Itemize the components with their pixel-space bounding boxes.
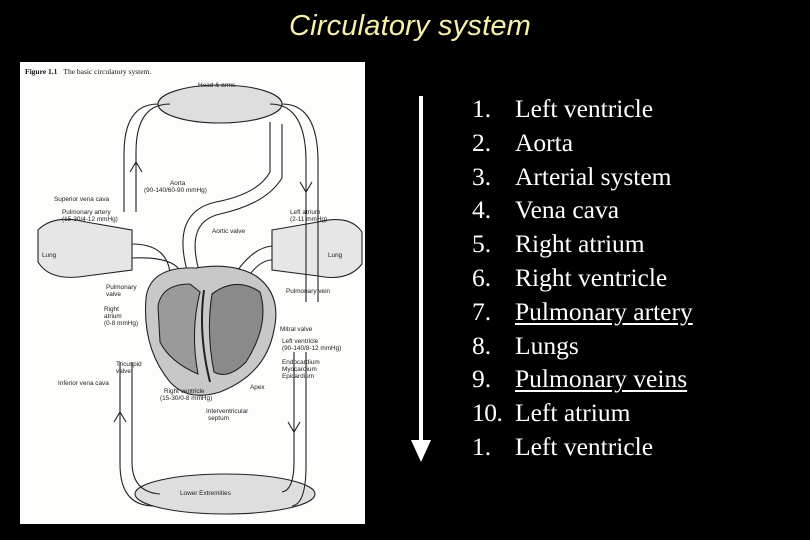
- label-myocardium: Myocardium: [282, 366, 317, 373]
- slide-title: Circulatory system: [288, 10, 532, 42]
- step-text: Pulmonary veins: [515, 364, 688, 394]
- flow-arrow-head-icon: [411, 440, 431, 462]
- heart-chamber-right: [157, 283, 201, 375]
- step-text: Right atrium: [515, 229, 645, 259]
- step-text: Aorta: [515, 127, 574, 157]
- step-item: 9. Pulmonary veins: [472, 362, 693, 396]
- label-pulmonary-artery: Pulmonary artery: [62, 209, 111, 216]
- step-number: 1.: [472, 94, 492, 123]
- step-text: Vena cava: [515, 195, 620, 225]
- circulation-steps-list: 1. Left ventricle 2. Aorta 3. Arterial syst…: [472, 92, 693, 464]
- systemic-loop-upper-inner: [123, 103, 319, 302]
- step-text: Pulmonary artery: [515, 296, 693, 326]
- label-left-atrium: Left atrium: [290, 209, 321, 216]
- step-item: 10. Left atrium: [472, 396, 693, 430]
- step-item: 2. Aorta: [472, 126, 693, 160]
- label-septum-1: Interventricular: [206, 408, 249, 415]
- systemic-loop-lower: [119, 362, 161, 507]
- label-right-atrium-1: Right: [104, 306, 119, 313]
- label-septum-2: septum: [208, 415, 229, 422]
- aorta-arch: [182, 122, 283, 275]
- step-text: Left ventricle: [515, 431, 654, 461]
- step-text: Left atrium: [515, 398, 631, 428]
- flow-arrow-up: [129, 160, 143, 173]
- label-left-atrium-pressure: (2-11 mmHg): [290, 216, 328, 223]
- step-text: Arterial system: [515, 161, 672, 191]
- label-inferior-vena-cava: Inferior vena cava: [58, 380, 109, 387]
- label-pulmonary-valve-2: valve: [106, 291, 121, 298]
- systemic-loop-upper: [135, 103, 307, 302]
- lower-extremities-capillary-bed: [134, 473, 316, 515]
- label-lung-left: Lung: [42, 252, 57, 259]
- label-pulmonary-vein: Pulmonary vein: [286, 288, 331, 295]
- figure-caption-label: Figure 1.1: [25, 67, 58, 76]
- label-pulmonary-artery-pressure: (15-30/4-12 mmHg): [62, 216, 118, 223]
- interventricular-septum-line: [201, 289, 211, 383]
- label-aorta: Aorta: [170, 180, 186, 187]
- label-right-atrium-2: atrium: [104, 313, 122, 320]
- step-item: 1. Left ventricle: [472, 430, 693, 464]
- systemic-loop-lower-right: [281, 352, 307, 507]
- label-left-ventricle: Left ventricle: [282, 338, 319, 345]
- head-arms-capillary-bed: [157, 84, 283, 124]
- label-right-ventricle-pressure: (15-30/0-8 mmHg): [160, 395, 213, 402]
- label-head-arms: Head & arms: [198, 82, 236, 89]
- label-tricuspid-1: Tricuspid: [116, 361, 142, 368]
- step-text: Left ventricle: [515, 94, 654, 123]
- step-item: 6. Right ventricle: [472, 261, 693, 295]
- step-item: 4. Vena cava: [472, 193, 693, 227]
- step-item: 3. Arterial system: [472, 160, 693, 194]
- label-lower-extremities: Lower Extremities: [180, 490, 231, 497]
- label-lung-right: Lung: [328, 252, 343, 259]
- label-epicardium: Epicardium: [282, 373, 314, 380]
- step-number: 10.: [472, 398, 503, 428]
- step-number: 3.: [472, 161, 492, 191]
- label-right-atrium-pressure: (0-8 mmHg): [104, 320, 139, 327]
- step-number: 6.: [472, 262, 492, 292]
- label-aorta-pressure: (90-140/60-90 mmHg): [144, 187, 207, 194]
- step-item: 1. Left ventricle: [472, 92, 693, 126]
- label-left-ventricle-pressure: (90-140/8-12 mmHg): [282, 345, 342, 352]
- step-number: 5.: [472, 229, 492, 259]
- step-item: 5. Right atrium: [472, 227, 693, 261]
- flow-arrow-shaft: [419, 96, 423, 442]
- step-item: 8. Lungs: [472, 329, 693, 363]
- figure-caption: Figure 1.1 The basic circulatory system.: [25, 67, 151, 76]
- flow-arrow-lower-right: [287, 421, 301, 434]
- label-mitral-valve: Mitral valve: [280, 326, 313, 333]
- step-item: 7. Pulmonary artery: [472, 295, 693, 329]
- label-tricuspid-2: valve: [116, 368, 131, 375]
- right-lung-shape: [271, 219, 363, 279]
- step-number: 2.: [472, 127, 492, 157]
- flow-arrow-lower-left: [113, 410, 127, 423]
- heart-chamber-left: [208, 283, 264, 375]
- step-number: 1.: [472, 431, 492, 461]
- left-lung-shape: [37, 218, 133, 278]
- circulatory-diagram-drawing: [37, 84, 363, 515]
- figure-caption-text: The basic circulatory system.: [63, 67, 152, 76]
- label-aortic-valve: Aortic valve: [212, 228, 246, 235]
- label-pulmonary-valve-1: Pulmonary: [106, 284, 137, 291]
- step-text: Lungs: [515, 330, 579, 360]
- step-number: 8.: [472, 330, 492, 360]
- step-number: 7.: [472, 296, 492, 326]
- label-superior-vena-cava: Superior vena cava: [54, 196, 110, 203]
- flow-arrow-down: [299, 181, 313, 194]
- label-endocardium: Endocardium: [282, 359, 320, 366]
- step-number: 4.: [472, 195, 492, 225]
- label-right-ventricle: Right ventricle: [164, 388, 205, 395]
- label-apex: Apex: [250, 384, 265, 391]
- step-number: 9.: [472, 364, 492, 394]
- step-text: Right ventricle: [515, 262, 668, 292]
